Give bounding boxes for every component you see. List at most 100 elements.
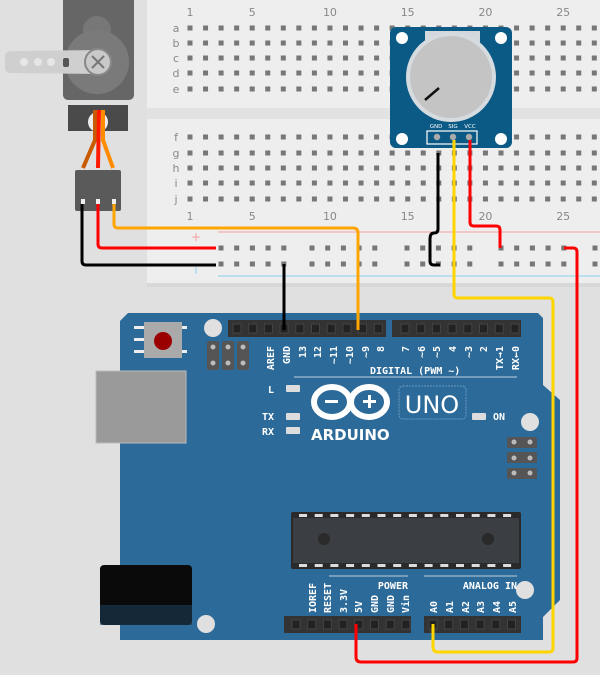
breadboard-hole[interactable] [203,165,209,171]
breadboard-hole[interactable] [327,25,333,31]
breadboard-hole[interactable] [514,25,520,31]
rail-hole[interactable] [265,261,271,267]
breadboard-hole[interactable] [389,180,395,186]
rail-hole[interactable] [281,245,287,251]
breadboard-hole[interactable] [265,25,271,31]
rail-hole[interactable] [420,245,426,251]
header-pin[interactable] [326,323,336,334]
breadboard-hole[interactable] [249,86,255,92]
header-pin[interactable] [401,619,411,630]
breadboard-hole[interactable] [296,86,302,92]
breadboard-hole[interactable] [591,134,597,140]
breadboard-hole[interactable] [203,196,209,202]
header-pin[interactable] [479,323,488,334]
breadboard-hole[interactable] [296,25,302,31]
header-pin[interactable] [342,323,352,334]
breadboard-hole[interactable] [343,40,348,46]
breadboard-hole[interactable] [389,25,395,31]
breadboard-hole[interactable] [249,55,255,61]
breadboard-hole[interactable] [545,40,551,46]
breadboard-hole[interactable] [249,150,255,156]
rail-hole[interactable] [592,245,598,251]
breadboard-hole[interactable] [203,134,209,140]
breadboard-hole[interactable] [327,165,333,171]
rail-hole[interactable] [561,245,567,251]
breadboard-hole[interactable] [311,165,317,171]
breadboard-hole[interactable] [343,25,348,31]
rail-hole[interactable] [561,261,567,267]
breadboard-hole[interactable] [187,150,193,156]
servo-pin-vcc[interactable] [96,199,100,204]
breadboard-hole[interactable] [280,55,286,61]
header-pin[interactable] [463,323,473,334]
breadboard-hole[interactable] [249,25,255,31]
header-pin[interactable] [370,619,379,630]
breadboard-hole[interactable] [576,180,582,186]
breadboard-hole[interactable] [529,55,535,61]
header-pin[interactable] [494,323,504,334]
header-pin[interactable] [491,619,501,630]
header-pin[interactable] [358,323,368,334]
breadboard-hole[interactable] [311,86,317,92]
breadboard-hole[interactable] [234,150,240,156]
servo-pin-signal[interactable] [112,199,116,204]
breadboard-hole[interactable] [576,165,582,171]
breadboard-hole[interactable] [560,86,566,92]
breadboard-hole[interactable] [358,180,364,186]
breadboard-hole[interactable] [358,196,364,202]
breadboard-hole[interactable] [249,180,255,186]
breadboard-hole[interactable] [234,25,240,31]
breadboard-hole[interactable] [249,196,255,202]
breadboard-hole[interactable] [529,196,535,202]
breadboard-hole[interactable] [265,55,271,61]
breadboard-hole[interactable] [203,70,209,76]
header-pin[interactable] [431,323,441,334]
breadboard-hole[interactable] [265,70,271,76]
breadboard-hole[interactable] [265,165,271,171]
breadboard-hole[interactable] [327,55,333,61]
breadboard-hole[interactable] [203,55,209,61]
breadboard-hole[interactable] [482,150,488,156]
rail-hole[interactable] [467,261,473,267]
header-pin[interactable] [416,323,426,334]
breadboard-hole[interactable] [280,165,286,171]
breadboard-hole[interactable] [591,150,597,156]
breadboard-hole[interactable] [529,70,535,76]
rail-hole[interactable] [498,261,504,267]
rail-hole[interactable] [467,245,473,251]
breadboard-hole[interactable] [591,70,597,76]
breadboard-hole[interactable] [358,40,364,46]
breadboard-hole[interactable] [420,165,426,171]
breadboard-hole[interactable] [296,70,302,76]
pot-knob[interactable] [410,36,492,118]
breadboard-hole[interactable] [187,165,193,171]
header-pin[interactable] [295,323,305,334]
breadboard-hole[interactable] [311,196,317,202]
breadboard-hole[interactable] [296,40,302,46]
rail-hole[interactable] [309,261,315,267]
breadboard-hole[interactable] [498,180,504,186]
breadboard-hole[interactable] [249,165,255,171]
header-pin[interactable] [475,619,485,630]
breadboard-hole[interactable] [374,165,380,171]
pot-pin-vcc[interactable] [465,133,473,141]
breadboard-hole[interactable] [514,70,520,76]
breadboard-hole[interactable] [203,40,209,46]
header-pin[interactable] [338,619,348,630]
breadboard-hole[interactable] [405,150,411,156]
wire-pot-sig-a0[interactable] [431,140,555,654]
breadboard-hole[interactable] [514,196,520,202]
breadboard-hole[interactable] [218,40,224,46]
breadboard-hole[interactable] [234,180,240,186]
breadboard-hole[interactable] [265,150,271,156]
breadboard-hole[interactable] [327,196,333,202]
wire-5v-rail[interactable] [354,246,579,664]
breadboard-hole[interactable] [576,150,582,156]
rail-hole[interactable] [340,245,346,251]
header-pin[interactable] [311,323,320,334]
breadboard-hole[interactable] [560,25,566,31]
breadboard-hole[interactable] [514,55,520,61]
servo-motor[interactable] [5,0,134,211]
